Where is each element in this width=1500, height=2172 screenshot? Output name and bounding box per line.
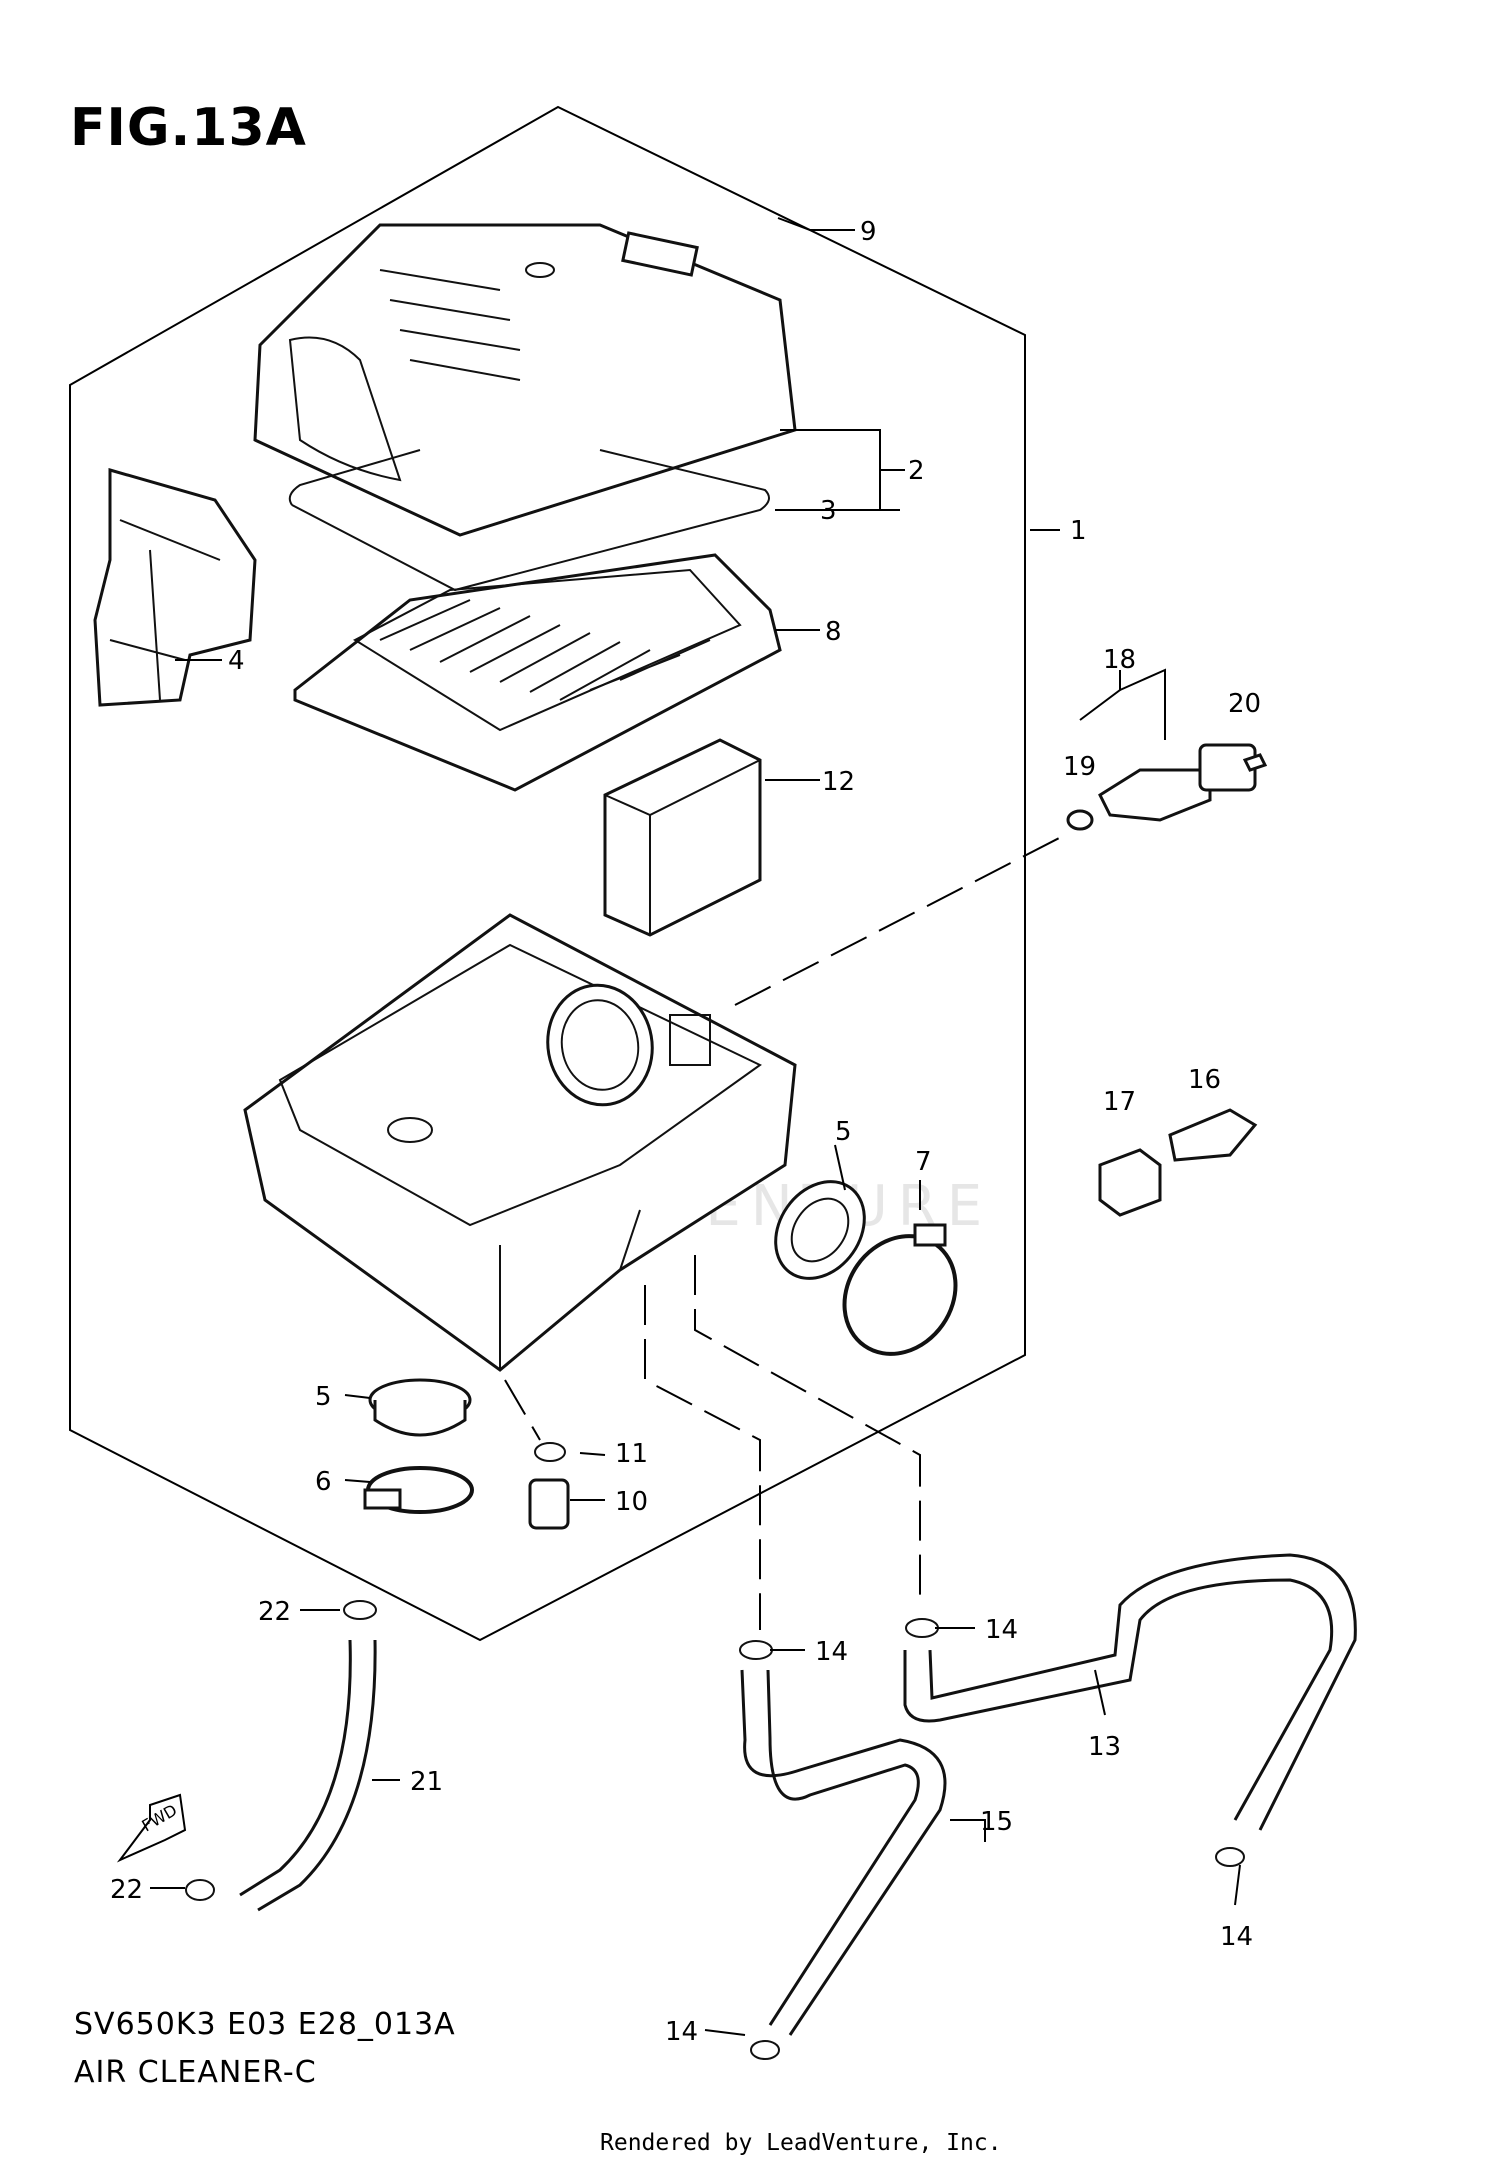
callout-3: 3	[820, 496, 837, 526]
hose-clamp-22-bottom	[185, 1879, 215, 1901]
diagram-code: SV650K3 E03 E28_013A	[74, 2007, 456, 2042]
hose-clamp-14-c	[1215, 1847, 1245, 1867]
render-credit: Rendered by LeadVenture, Inc.	[600, 2130, 1002, 2156]
callout-17: 17	[1103, 1087, 1136, 1117]
part-17-cover	[1098, 1148, 1162, 1217]
callout-11: 11	[615, 1439, 648, 1469]
leader-lines	[150, 217, 1241, 2036]
cap-gasket	[288, 449, 770, 592]
forward-arrow-icon: FWD	[116, 1793, 187, 1863]
part-6-clamp	[363, 1466, 474, 1514]
hose-13	[903, 1578, 1334, 1821]
callout-2: 2	[908, 456, 925, 486]
air-cleaner-case	[243, 913, 797, 1372]
hose-clamp-14-a	[739, 1640, 773, 1660]
callout-12: 12	[822, 767, 855, 797]
part-7-clamp	[842, 1223, 958, 1356]
part-11-clip	[534, 1442, 566, 1462]
callout-7: 7	[915, 1147, 932, 1177]
callout-16: 16	[1188, 1065, 1221, 1095]
callout-14-c: 14	[1220, 1922, 1253, 1952]
callout-22-top: 22	[258, 1597, 291, 1627]
callout-20: 20	[1228, 689, 1261, 719]
intake-temp-sensor	[1098, 743, 1257, 822]
sensor-screw	[1242, 753, 1268, 772]
callout-9: 9	[860, 217, 877, 247]
callout-14-a: 14	[815, 1637, 848, 1667]
hose-clamp-14-d	[750, 2040, 780, 2060]
diagram-subtitle: AIR CLEANER-C	[74, 2055, 317, 2090]
callout-19: 19	[1063, 752, 1096, 782]
hose-21	[239, 1639, 352, 1897]
intake-duct	[93, 468, 257, 707]
part-5-boot-left	[368, 1378, 472, 1437]
callout-18: 18	[1103, 645, 1136, 675]
callout-22-bottom: 22	[110, 1875, 143, 1905]
callout-21: 21	[410, 1767, 443, 1797]
hose-15	[740, 1669, 947, 2036]
part-12-block	[603, 738, 762, 937]
callout-8: 8	[825, 617, 842, 647]
callout-4: 4	[228, 646, 245, 676]
part-5-boot-right	[774, 1180, 866, 1280]
hose-clamp-22-top	[343, 1600, 377, 1620]
callout-5-left: 5	[315, 1382, 332, 1412]
callout-14-d: 14	[665, 2017, 698, 2047]
callout-13: 13	[1088, 1732, 1121, 1762]
sensor-o-ring	[1066, 809, 1094, 831]
callout-15: 15	[980, 1807, 1013, 1837]
air-cleaner-cap	[253, 223, 797, 537]
assembly-boundary	[69, 105, 1026, 1642]
routing-lines	[504, 834, 1066, 1630]
callout-6: 6	[315, 1467, 332, 1497]
part-10-cap	[528, 1478, 570, 1530]
figure-title: FIG.13A	[70, 98, 307, 158]
callout-1: 1	[1070, 516, 1087, 546]
callout-10: 10	[615, 1487, 648, 1517]
part-16-connector	[1168, 1108, 1258, 1162]
hose-clamp-14-b	[905, 1618, 939, 1638]
callout-5-right: 5	[835, 1117, 852, 1147]
callout-14-b: 14	[985, 1615, 1018, 1645]
